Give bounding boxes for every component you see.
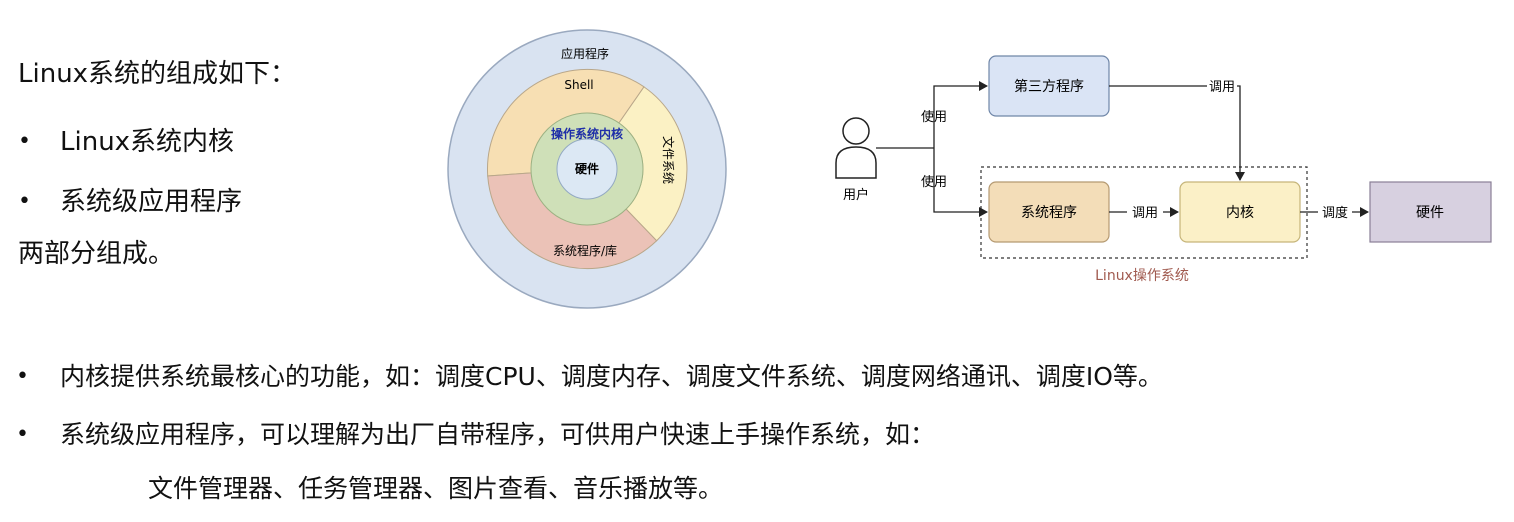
system-program-label: 系统程序	[1021, 205, 1077, 221]
user-label: 用户	[843, 187, 869, 203]
os-caption: Linux操作系统	[1095, 268, 1189, 284]
intro-item-kernel: • Linux系统内核	[18, 112, 296, 172]
bullet-dot: •	[16, 422, 29, 447]
ring-label-kernel: 操作系统内核	[551, 126, 623, 141]
intro-closing: 两部分组成。	[18, 239, 175, 269]
use-top-arrow	[933, 81, 988, 148]
intro-item-apps: • 系统级应用程序	[18, 172, 296, 232]
ring-label-hardware: 硬件	[575, 161, 599, 176]
note-system-apps: • 系统级应用程序，可以理解为出厂自带程序，可供用户快速上手操作系统，如：	[16, 406, 1163, 464]
ring-label-system-library: 系统程序/库	[553, 243, 617, 258]
note-kernel-text: 内核提供系统最核心的功能，如：调度CPU、调度内存、调度文件系统、调度网络通讯、…	[60, 362, 1163, 391]
use-bottom-arrow	[933, 148, 988, 217]
call-top-label: 调用	[1209, 80, 1235, 95]
intro-block: Linux系统的组成如下： • Linux系统内核 • 系统级应用程序 两部分组…	[18, 52, 296, 292]
intro-heading: Linux系统的组成如下：	[18, 59, 297, 89]
ring-label-shell: Shell	[564, 78, 593, 92]
note-kernel: • 内核提供系统最核心的功能，如：调度CPU、调度内存、调度文件系统、调度网络通…	[16, 348, 1163, 406]
note-examples: 文件管理器、任务管理器、图片查看、音乐播放等。	[148, 474, 724, 503]
ring-diagram: 应用程序 Shell 文件系统 系统程序/库 操作系统内核 硬件	[447, 29, 727, 309]
bullet-dot: •	[18, 189, 31, 214]
kernel-label: 内核	[1226, 205, 1254, 221]
ring-hardware	[556, 138, 618, 200]
use-bottom-label: 使用	[921, 174, 947, 190]
note-system-apps-text: 系统级应用程序，可以理解为出厂自带程序，可供用户快速上手操作系统，如：	[60, 420, 936, 449]
bullet-dot: •	[16, 364, 29, 389]
notes-block: • 内核提供系统最核心的功能，如：调度CPU、调度内存、调度文件系统、调度网络通…	[16, 348, 1163, 522]
ring-label-filesystem: 文件系统	[661, 136, 676, 184]
hardware-label: 硬件	[1416, 205, 1444, 221]
intro-item-label: 系统级应用程序	[60, 187, 243, 217]
flow-diagram: 用户 Linux操作系统 第三方程序 系统程序 内核 硬件 使用 使用 调用 调…	[835, 55, 1492, 284]
call-mid-label: 调用	[1132, 206, 1158, 221]
third-to-kernel-arrow	[1109, 85, 1240, 180]
intro-item-label: Linux系统内核	[60, 127, 235, 157]
use-top-label: 使用	[921, 109, 947, 125]
user-icon	[835, 117, 877, 179]
hardware-box	[1369, 181, 1492, 243]
third-party-label: 第三方程序	[1014, 78, 1084, 95]
schedule-label: 调度	[1322, 205, 1348, 221]
ring-label-applications: 应用程序	[561, 46, 609, 61]
bullet-dot: •	[18, 129, 31, 154]
